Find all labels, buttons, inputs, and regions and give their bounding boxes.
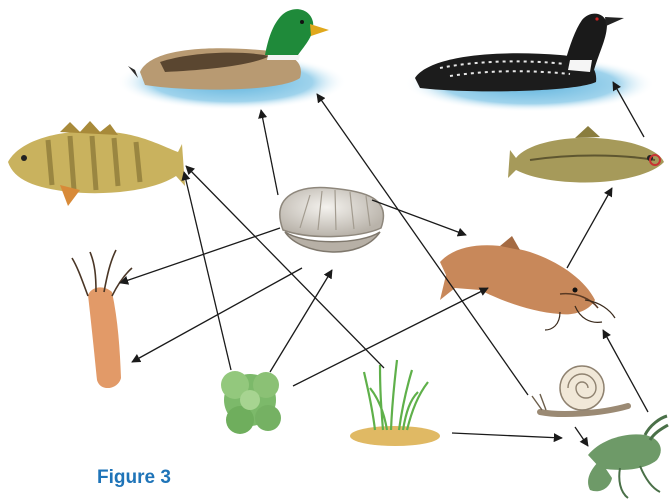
snail	[532, 366, 628, 414]
perch	[8, 121, 185, 206]
arrow-catfish-to-trout	[567, 188, 612, 268]
catfish	[440, 236, 615, 330]
arrow-clam-to-duck	[261, 110, 278, 195]
pond-grass	[350, 360, 440, 446]
arrow-clam-to-catfish	[372, 200, 466, 235]
arrow-crayfish-to-catfish	[603, 330, 648, 412]
crayfish	[588, 416, 668, 498]
trout	[508, 126, 664, 183]
arrow-algae-to-catfish	[293, 288, 488, 386]
arrow-algae-to-perch	[184, 172, 231, 370]
loon	[405, 14, 655, 112]
arrow-snail-to-crayfish	[575, 427, 588, 446]
figure-label: Figure 3	[97, 467, 171, 489]
arrow-algae-to-clam	[270, 270, 332, 372]
arrow-hydra-to-clam	[132, 268, 302, 362]
clam	[280, 187, 384, 251]
hydra	[72, 250, 132, 388]
mallard-duck	[117, 9, 347, 110]
algae	[221, 371, 281, 434]
arrow-clam-to-hydra	[120, 228, 280, 283]
arrow-grass-to-crayfish	[452, 433, 562, 438]
